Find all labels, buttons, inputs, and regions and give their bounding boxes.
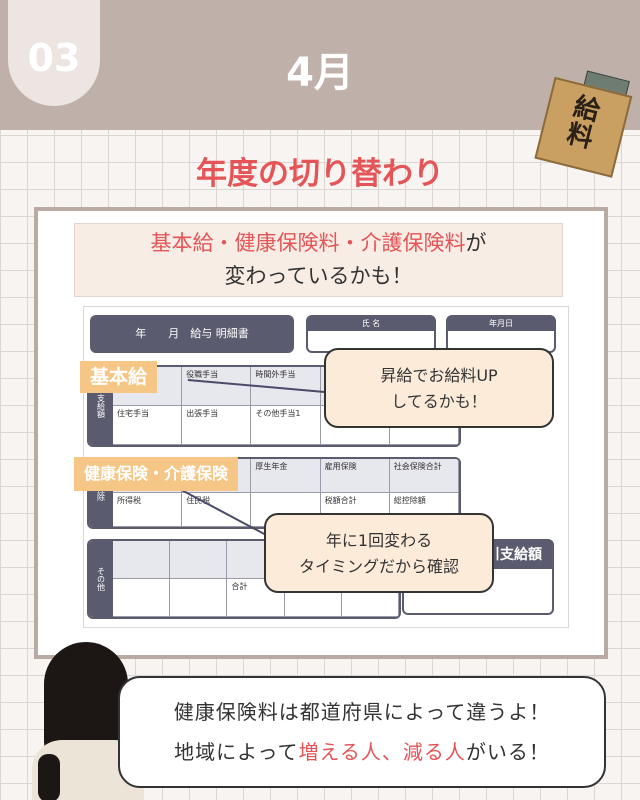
notice-box: 基本給・健康保険料・介護保険料が 変わっているかも！: [74, 223, 563, 297]
payslip-title: 年 月 給与 明細書: [90, 315, 294, 353]
bubble-raise-line1: 昇給でお給料UP: [380, 366, 498, 385]
other-cell: [341, 579, 399, 617]
deduction-cell: 厚生年金: [251, 459, 321, 493]
deduction-cell: 所得税: [113, 493, 183, 527]
speech-line2-a: 地域によって: [174, 740, 299, 764]
deduction-cell: 雇用保険: [320, 459, 390, 493]
speech-line2-c: がいる！: [465, 740, 550, 764]
speech-line1: 健康保険料は都道府県によって違うよ！: [173, 700, 551, 724]
date-caption: 年月日: [448, 317, 554, 331]
date-box: 年月日: [446, 315, 556, 353]
badge-number: 03: [27, 36, 81, 80]
bubble-timing-line2: タイミングだから確認: [298, 557, 459, 576]
payment-cell: 住宅手当: [113, 406, 183, 445]
bubble-raise-line2: してるかも！: [391, 392, 487, 411]
bubble-timing-line1: 年に1回変わる: [325, 531, 433, 550]
speech-bubble: 健康保険料は都道府県によって違うよ！ 地域によって増える人、減る人がいる！: [118, 676, 606, 788]
other-side-label: その他: [89, 541, 113, 617]
notice-highlight: 基本給・健康保険料・介護保険料: [150, 231, 466, 255]
deduction-cell: 社会保険合計: [389, 459, 459, 493]
month-title: 4月: [286, 50, 354, 96]
payment-cell: 役職手当: [182, 367, 252, 406]
bubble-timing: 年に1回変わる タイミングだから確認: [264, 513, 494, 593]
speech-line2: 地域によって増える人、減る人がいる！: [120, 732, 604, 772]
tag-base-pay: 基本給: [80, 361, 158, 393]
speech-highlight: 増える人、減る人: [298, 740, 466, 764]
other-cell: [170, 541, 228, 579]
name-caption: 氏 名: [308, 317, 434, 331]
hair-shoulder-shape: [38, 754, 60, 800]
content-card: 基本給・健康保険料・介護保険料が 変わっているかも！ 年 月 給与 明細書 氏 …: [34, 207, 608, 659]
section-subtitle: 年度の切り替わり: [196, 156, 444, 192]
other-cell: [113, 541, 171, 579]
notice-line2: 変わっているかも！: [224, 264, 413, 288]
bubble-raise: 昇給でお給料UP してるかも！: [324, 348, 554, 428]
name-box: 氏 名: [306, 315, 436, 353]
header-band: 03 4月: [0, 0, 640, 130]
payment-cell: 出張手当: [182, 406, 252, 445]
other-cell: [113, 579, 171, 617]
payment-cell: その他手当1: [251, 406, 321, 445]
notice-suffix: が: [465, 231, 487, 255]
number-badge: 03: [8, 0, 100, 106]
other-cell: [284, 579, 342, 617]
tag-insurance: 健康保険・介護保険: [74, 457, 239, 491]
other-cell: [170, 579, 228, 617]
woman-illustration: [32, 642, 144, 800]
other-cell: 合計: [227, 579, 285, 617]
